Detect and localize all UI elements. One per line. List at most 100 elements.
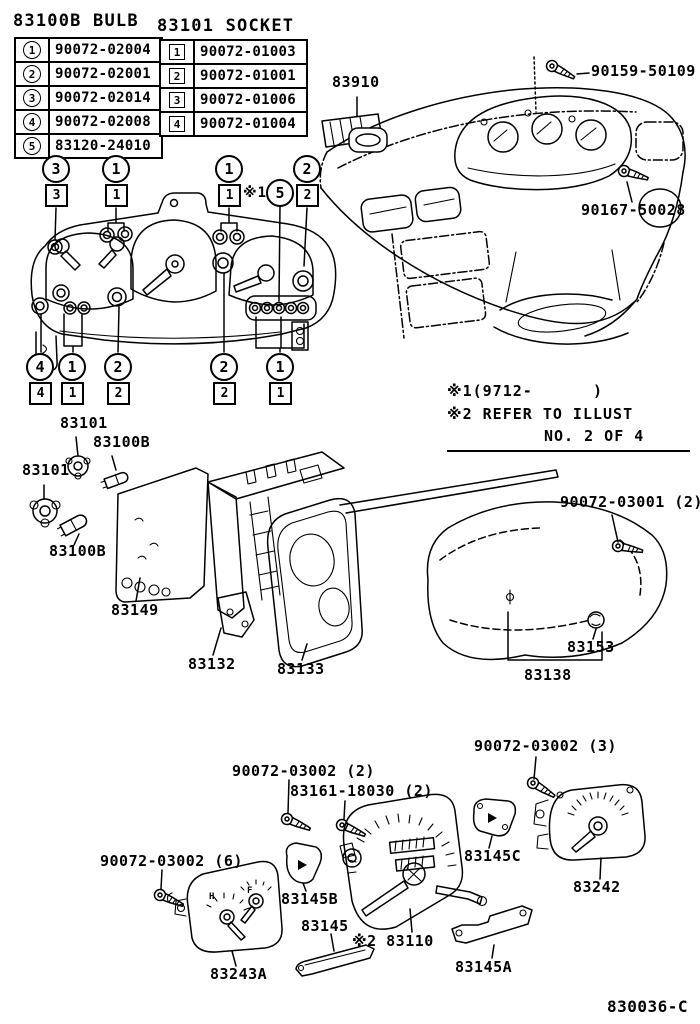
gauge-83242-drawing xyxy=(533,783,646,861)
gauge-83110-drawing xyxy=(339,793,488,930)
part-label-90072-03001: 90072-03001 (2) xyxy=(560,493,700,511)
bulb-callout: 5 xyxy=(266,179,294,207)
socket-callout: 1 xyxy=(269,382,292,405)
bulb-socket-icons xyxy=(29,436,129,546)
bulb-table: 1 90072-02004 2 90072-02001 3 90072-0201… xyxy=(14,37,163,159)
part-label-83110: ※2 83110 xyxy=(352,932,434,950)
callout-leader-lines xyxy=(40,205,308,353)
socket-row-part: 90072-01004 xyxy=(200,116,297,132)
mask-83133-drawing xyxy=(266,497,363,668)
bulb-row-part: 90072-02001 xyxy=(55,66,152,82)
circled-number: 5 xyxy=(23,137,41,155)
grommet-83153-icon xyxy=(587,611,605,629)
part-label-90167-50028: 90167-50028 xyxy=(581,201,686,219)
part-label-83149: 83149 xyxy=(111,601,159,619)
bulb-icon xyxy=(100,471,129,490)
part-label-83100b: 83100B xyxy=(49,542,107,560)
table-row: 4 90072-01004 xyxy=(161,113,306,135)
part-label-83101: 83101 xyxy=(22,461,70,479)
socket-table: 1 90072-01003 2 90072-01001 3 90072-0100… xyxy=(159,39,308,137)
strip-83145-drawing xyxy=(295,944,375,977)
bulb-row-number: 1 xyxy=(16,39,50,61)
socket-callout: 2 xyxy=(107,382,130,405)
bulb-callout: 1 xyxy=(102,155,130,183)
part-label-83243a: 83243A xyxy=(210,965,268,983)
note-ref-1: ※1(9712- ) xyxy=(447,382,604,400)
note-ref-1-inline: ※1 xyxy=(243,185,268,201)
note-ref-2: ※2 REFER TO ILLUST xyxy=(447,405,634,423)
table-row: 3 90072-01006 xyxy=(161,89,306,113)
socket-callout: 2 xyxy=(296,184,319,207)
bulb-row-number: 4 xyxy=(16,111,50,133)
part-label-83145c: 83145C xyxy=(464,847,522,865)
cluster-exploded-view xyxy=(115,451,668,668)
socket-callout: 1 xyxy=(218,184,241,207)
squared-number: 1 xyxy=(169,44,185,60)
bulb-row-part: 83120-24010 xyxy=(55,138,152,154)
socket-icon xyxy=(29,498,61,528)
bulb-row-number: 5 xyxy=(16,135,50,157)
squared-number: 2 xyxy=(169,68,185,84)
bulb-row-part: 90072-02004 xyxy=(55,42,152,58)
socket-row-number: 1 xyxy=(161,41,195,63)
bulb-row-part: 90072-02008 xyxy=(55,114,152,130)
dashboard-drawing xyxy=(319,56,686,345)
bulb-table-title: 83100B BULB xyxy=(13,11,139,31)
part-label-83145a: 83145A xyxy=(455,958,513,976)
part-label-83133: 83133 xyxy=(277,660,325,678)
bulb-callout: 2 xyxy=(210,353,238,381)
bulb-callout: 2 xyxy=(104,353,132,381)
bulb-callout: 1 xyxy=(215,155,243,183)
table-row: 5 83120-24010 xyxy=(16,135,161,157)
socket-callout: 2 xyxy=(213,382,236,405)
socket-callout: 3 xyxy=(45,184,68,207)
bulb-row-part: 90072-02014 xyxy=(55,90,152,106)
bulb-callout: 4 xyxy=(26,353,54,381)
part-label-83161-18030: 83161-18030 (2) xyxy=(290,782,433,800)
circled-number: 4 xyxy=(23,113,41,131)
bulb-row-number: 3 xyxy=(16,87,50,109)
part-label-90159-50109: 90159-50109 xyxy=(591,62,696,80)
socket-callout: 4 xyxy=(29,382,52,405)
table-row: 2 90072-02001 xyxy=(16,63,161,87)
part-label-83242: 83242 xyxy=(573,878,621,896)
circled-number: 2 xyxy=(23,65,41,83)
part-label-83132: 83132 xyxy=(188,655,236,673)
circled-number: 1 xyxy=(23,41,41,59)
lens-83138-drawing xyxy=(339,469,668,661)
part-label-90072-03002-6: 90072-03002 (6) xyxy=(100,852,243,870)
part-label-90072-03002-2: 90072-03002 (2) xyxy=(232,762,375,780)
socket-row-number: 4 xyxy=(161,113,195,135)
part-label-83101: 83101 xyxy=(60,414,108,432)
bracket-83145c-drawing xyxy=(472,798,517,837)
part-label-83100b: 83100B xyxy=(93,433,151,451)
table-row: 3 90072-02014 xyxy=(16,87,161,111)
part-label-83145b: 83145B xyxy=(281,890,339,908)
part-label-83145: 83145 xyxy=(301,917,349,935)
socket-row-part: 90072-01006 xyxy=(200,92,297,108)
strip-83145a-drawing xyxy=(451,905,533,944)
bulb-callout: 1 xyxy=(266,353,294,381)
bulb-callout: 2 xyxy=(293,155,321,183)
part-label-90072-03002-3: 90072-03002 (3) xyxy=(474,737,617,755)
table-row: 4 90072-02008 xyxy=(16,111,161,135)
part-label-83138: 83138 xyxy=(524,666,572,684)
squared-number: 4 xyxy=(169,116,185,132)
bulb-icon xyxy=(56,514,88,537)
socket-row-part: 90072-01001 xyxy=(200,68,297,84)
part-label-83153: 83153 xyxy=(567,638,615,656)
connector-83910-drawing xyxy=(321,113,388,153)
drawing-code: 830036-C xyxy=(607,997,689,1016)
note-ref-2-continued: NO. 2 OF 4 xyxy=(544,427,645,445)
socket-row-part: 90072-01003 xyxy=(200,44,297,60)
table-row: 1 90072-02004 xyxy=(16,39,161,63)
table-row: 2 90072-01001 xyxy=(161,65,306,89)
bulb-callout: 1 xyxy=(58,353,86,381)
socket-row-number: 2 xyxy=(161,65,195,87)
gauge-letter-f: F xyxy=(247,886,252,896)
squared-number: 3 xyxy=(169,92,185,108)
case-83132-drawing xyxy=(207,451,345,638)
